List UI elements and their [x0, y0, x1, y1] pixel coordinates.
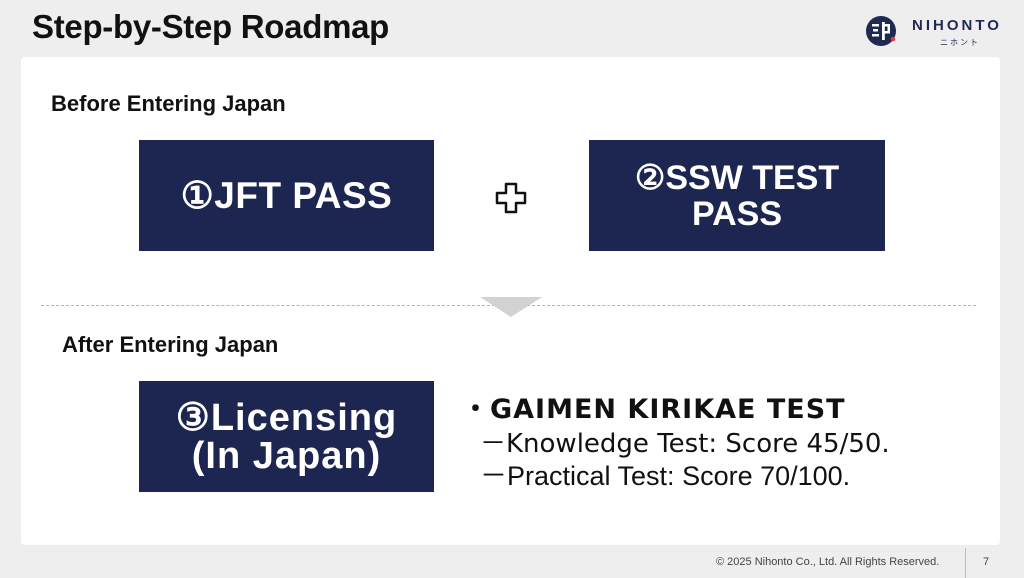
ssw-test-line2: PASS [691, 194, 783, 233]
licensing-line2: (In Japan) [191, 434, 382, 477]
copyright-text: © 2025 Nihonto Co., Ltd. All Rights Rese… [716, 556, 940, 568]
practical-test-item: －Practical Test: Score 70/100. [480, 461, 851, 491]
knowledge-test-item: －Knowledge Test: Score 45/50. [480, 429, 890, 459]
jft-pass-box: ①JFT PASS [139, 140, 434, 251]
licensing-box: ③Licensing (In Japan) [139, 381, 434, 492]
logo-name: NIHONTO [912, 17, 1002, 34]
test-title: ・GAIMEN KIRIKAE TEST [462, 387, 846, 426]
test-bullet: ・ [462, 394, 490, 425]
ssw-test-line1: ②SSW TEST [634, 158, 840, 197]
licensing-line1: ③Licensing [175, 396, 398, 439]
after-entering-label: After Entering Japan [62, 332, 279, 357]
nihonto-logo-icon [866, 16, 896, 46]
down-triangle-icon [480, 297, 542, 317]
before-entering-label: Before Entering Japan [51, 91, 286, 116]
jft-pass-text: ①JFT PASS [180, 175, 393, 216]
footer-divider [965, 548, 966, 578]
company-logo: NIHONTO ニホント [864, 14, 1010, 47]
plus-icon [495, 182, 527, 214]
logo-subtitle: ニホント [940, 38, 980, 47]
page-number: 7 [983, 556, 990, 568]
test-title-text: GAIMEN KIRIKAE TEST [490, 394, 846, 425]
ssw-test-box: ②SSW TEST PASS [589, 140, 885, 251]
page-title: Step-by-Step Roadmap [32, 8, 390, 45]
